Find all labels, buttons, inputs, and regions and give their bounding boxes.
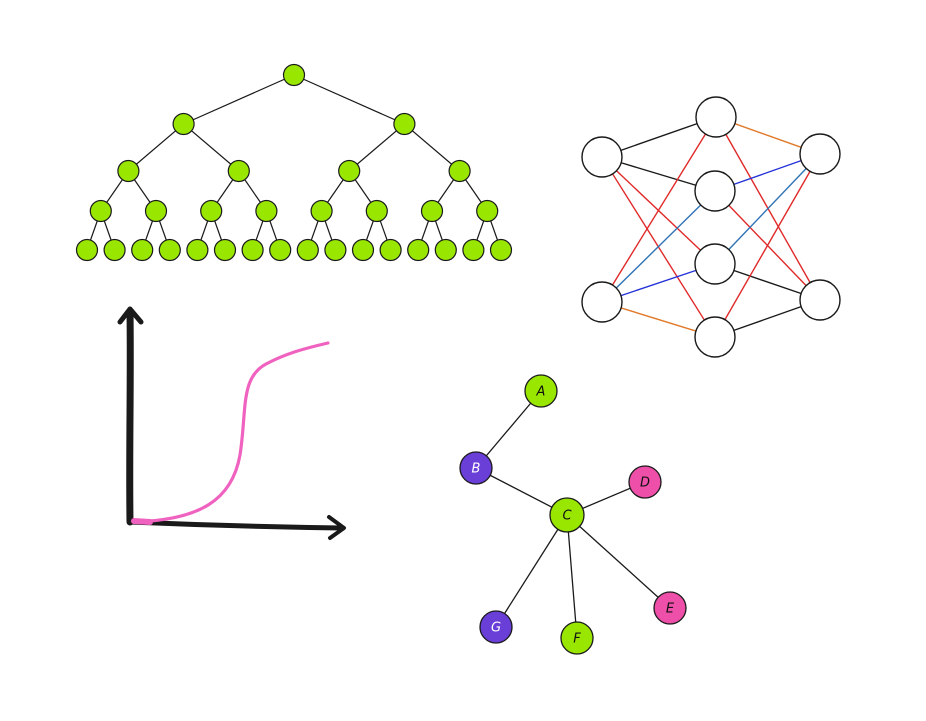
nn-neuron-layer-1 <box>694 316 736 358</box>
tree-node <box>282 63 306 87</box>
curve-origin-mark <box>131 518 153 525</box>
tree-node <box>144 199 168 223</box>
sigmoid-curve <box>132 341 330 524</box>
tree-node <box>241 238 264 262</box>
graph-node-label-a: A <box>536 385 546 400</box>
graph-node-label-d: D <box>640 476 650 491</box>
x-axis-arrowhead <box>327 515 346 540</box>
tree-node <box>117 159 140 183</box>
nn-neuron-layer-1 <box>695 96 737 138</box>
graph-node-g <box>479 610 513 644</box>
nn-connection <box>733 305 802 332</box>
tree-node <box>89 199 112 223</box>
nn-connection <box>733 269 802 295</box>
graph-node-label-g: G <box>491 621 501 636</box>
graph-node-b <box>459 451 493 485</box>
nn-connections <box>611 122 811 332</box>
tree-node <box>407 238 430 262</box>
graph-edge-c-e <box>566 514 671 609</box>
tree-nodes <box>75 63 513 262</box>
tree-node <box>186 238 209 262</box>
nn-connection <box>620 122 698 152</box>
nn-connection <box>620 162 697 186</box>
neural-network <box>581 96 841 358</box>
tree-edge <box>404 123 460 172</box>
tree-node <box>393 112 416 136</box>
graph-node-label-c: C <box>562 509 572 524</box>
nn-connection <box>611 133 707 286</box>
tree-node <box>172 112 195 136</box>
nn-neuron-layer-1 <box>694 170 736 212</box>
tree-edge <box>348 123 405 172</box>
tree-edge <box>128 123 184 172</box>
x-axis <box>127 519 345 531</box>
graph-nodes: A B C D E F G <box>459 374 687 655</box>
graph-edge-c-f <box>566 514 578 639</box>
tree-node <box>379 238 402 262</box>
graph-node-c <box>549 497 585 533</box>
tree-node <box>269 238 292 262</box>
graph-node-e <box>653 591 687 625</box>
tree-edges <box>86 74 502 251</box>
tree-node <box>131 238 154 262</box>
tree-node <box>365 199 388 223</box>
graph-node-d <box>628 465 662 499</box>
nn-neuron-layer-2 <box>799 279 841 321</box>
tree-node <box>489 238 513 262</box>
nn-connection <box>615 204 702 289</box>
binary-tree <box>75 63 513 262</box>
nn-connection <box>620 269 697 297</box>
tree-node <box>200 199 223 223</box>
tree-edge <box>183 74 295 125</box>
graph-node-label-f: F <box>573 632 581 647</box>
tree-node <box>351 238 375 262</box>
graph-edge-a-b <box>475 390 542 469</box>
nn-neuron-layer-1 <box>694 243 736 285</box>
tree-edge <box>183 123 240 172</box>
graph-edges <box>475 390 671 639</box>
graph-edge-c-g <box>495 514 568 628</box>
tree-node <box>448 159 471 183</box>
curve-plot <box>117 306 346 540</box>
tree-node <box>476 199 499 223</box>
nn-neuron-layer-0 <box>581 136 623 178</box>
graph-node-label-b: B <box>472 462 481 477</box>
tree-node <box>338 159 361 183</box>
tree-node <box>324 238 347 262</box>
tree-node <box>227 159 250 183</box>
tree-node <box>213 238 237 262</box>
tree-node <box>462 238 485 262</box>
tree-edge <box>293 74 405 125</box>
graph-node-a <box>524 374 558 408</box>
tree-node <box>434 238 457 262</box>
nn-connection <box>733 159 802 186</box>
nn-connection <box>734 123 802 148</box>
y-axis-arrowhead <box>117 306 144 325</box>
tree-node <box>310 199 333 223</box>
nn-connection <box>728 167 807 251</box>
nn-neuron-layer-2 <box>799 133 841 175</box>
tree-node <box>103 238 126 262</box>
y-axis <box>126 308 134 526</box>
tree-node <box>75 238 99 262</box>
nn-neurons <box>581 96 841 358</box>
tree-node <box>420 199 444 223</box>
graph-node-label-e: E <box>666 602 675 617</box>
tree-node <box>158 238 181 262</box>
nn-connection <box>724 170 811 321</box>
tree-node <box>296 238 319 262</box>
nn-neuron-layer-0 <box>581 281 623 323</box>
graph-node-f <box>560 621 594 655</box>
nn-connection <box>620 307 697 332</box>
tree-node <box>255 199 278 223</box>
node-graph: A B C D E F G <box>459 374 687 655</box>
